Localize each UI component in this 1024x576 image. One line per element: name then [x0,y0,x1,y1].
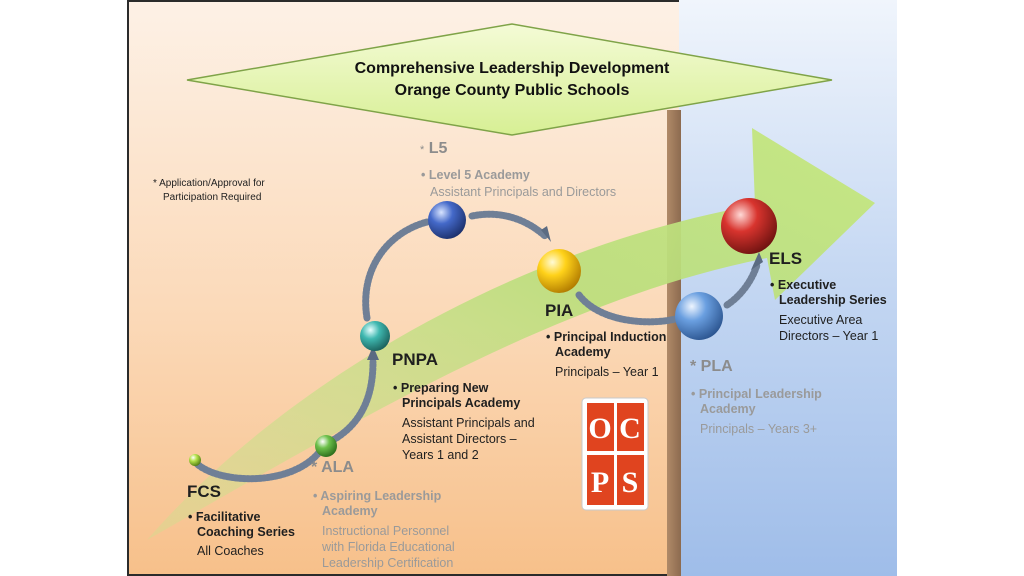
els-name-line-2: Leadership Series [779,293,887,307]
ocps-logo: O C P S [581,397,649,511]
connector-arrowheads [367,226,763,360]
ala-audience-line-3: Leadership Certification [322,556,454,570]
fcs-name-line-1: Facilitative [195,510,261,524]
l5-star: * [420,144,425,156]
node-l5 [428,201,466,239]
logo-letter-p: P [591,466,609,499]
logo-letter-o: O [588,412,611,445]
pnpa-name-line-2: Principals Academy [402,396,521,410]
slide: O C P S Comprehensive Leadership Develop… [127,0,897,576]
ala-name-line-1: Aspiring Leadership [320,489,442,503]
pla-name-line-1: Principal Leadership [698,387,822,401]
pla-audience: Principals – Years 3+ [700,422,818,436]
title-line-2: Orange County Public Schools [394,82,630,99]
diagram-graphics: O C P S [147,23,875,540]
connector-arrows [191,210,761,483]
pnpa-audience-line-1: Assistant Principals and [402,416,535,430]
l5-title: * L5 [420,140,447,158]
pnpa-audience-line-3: Years 1 and 2 [402,448,479,462]
els-abbr: ELS [769,249,803,268]
fcs-abbr: FCS [187,482,221,501]
pia-name-line-2: Academy [555,345,611,359]
l5-name: • Level 5 Academy [421,168,530,182]
l5-audience: Assistant Principals and Directors [430,185,617,199]
note-line-1: Application/Approval for [159,178,265,189]
node-els [721,198,777,254]
l5-abbr: L5 [428,140,448,157]
pia-name-line-1: Principal Induction [553,330,667,344]
note: * Application/Approval for Participation… [153,177,265,205]
fcs-name-line-2: Coaching Series [197,525,295,539]
note-line-2: Participation Required [163,192,262,203]
ala-audience: Instructional Personnel with Florida Educ… [322,523,455,571]
l5-name-line-1: Level 5 Academy [428,168,530,182]
fcs-audience: All Coaches [197,544,264,558]
pia-abbr: PIA [545,301,574,320]
pla-abbr: * PLA [690,358,733,375]
title-line-1: Comprehensive Leadership Development [354,60,670,77]
node-fcs [189,454,201,466]
node-pia [537,249,581,293]
ala-audience-line-2: with Florida Educational [322,540,455,554]
els-audience-line-2: Directors – Year 1 [779,329,879,343]
node-pla [675,292,723,340]
pia-audience: Principals – Year 1 [555,365,659,379]
progression-arrow [147,128,875,540]
ala-name-line-2: Academy [322,504,378,518]
pla-name-line-2: Academy [700,402,756,416]
node-ala [315,435,337,457]
node-pnpa [360,321,390,351]
title-diamond [186,23,833,136]
els-audience-line-1: Executive Area [779,313,863,327]
logo-letter-c: C [619,412,641,445]
els-name-line-1: Executive [777,278,837,292]
ala-abbr: * ALA [311,459,354,476]
pnpa-abbr: PNPA [392,350,438,369]
logo-letter-s: S [622,466,639,499]
ala-audience-line-1: Instructional Personnel [322,524,450,538]
pnpa-audience-line-2: Assistant Directors – [402,432,517,446]
note-star: * [153,178,157,189]
pnpa-name-line-1: Preparing New [400,381,489,395]
